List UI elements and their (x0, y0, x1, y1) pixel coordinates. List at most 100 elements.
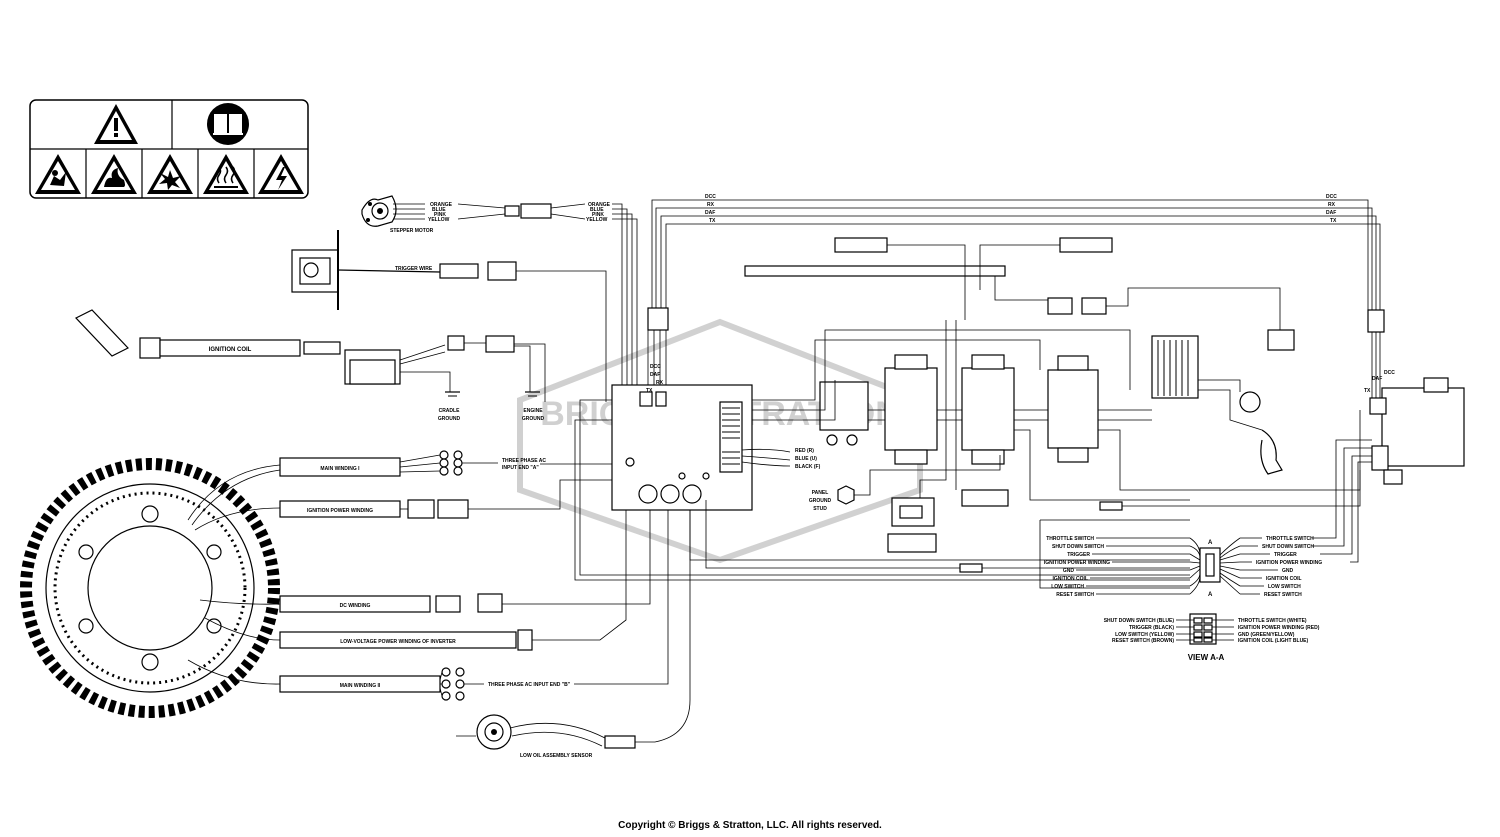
stepper-wire-label: ORANGE (430, 202, 453, 208)
stepper-wire-label: ORANGE (588, 202, 611, 208)
view-aa-left-label: LOW SWITCH (YELLOW) (1115, 632, 1174, 638)
bus-label: TX (709, 218, 716, 224)
stepper-wire-label: PINK (592, 212, 604, 218)
three-phase-a-label: INPUT END "A" (502, 465, 539, 471)
warning-triangle-icon (94, 104, 138, 144)
inverter-wire-label: RED (R) (795, 448, 814, 454)
stepper-motor: STEPPER MOTOR ORANGE BLUE PINK YELLOW OR… (361, 195, 638, 395)
view-aa-right-label: THROTTLE SWITCH (WHITE) (1238, 618, 1307, 624)
panel-ground-label: STUD (813, 506, 827, 512)
inverter-wire-label: BLUE (U) (795, 456, 817, 462)
connector-a-right-label: IGNITION POWER WINDING (1256, 560, 1322, 566)
copyright-notice: Copyright © Briggs & Stratton, LLC. All … (618, 820, 882, 831)
electric-shock-icon (258, 154, 304, 194)
connector-a-right-label: TRIGGER (1274, 552, 1297, 558)
view-aa-left-label: RESET SWITCH (BROWN) (1112, 638, 1174, 644)
bus-label: TX (1330, 218, 1337, 224)
hot-surface-icon (203, 154, 249, 194)
bus-label: TX (1364, 388, 1371, 394)
bus-label: DAF (650, 372, 660, 378)
trigger-sensor: TRIGGER WIRE (291, 230, 607, 402)
main-winding-2-label: MAIN WINDING II (340, 683, 381, 689)
stepper-motor-label: STEPPER MOTOR (390, 228, 434, 234)
connector-a-marker-top: A (1208, 540, 1213, 546)
safety-warning-panel (29, 99, 309, 199)
connector-a-right-label: RESET SWITCH (1264, 592, 1302, 598)
cradle-ground-label: GROUND (438, 416, 461, 422)
stepper-wire-label: BLUE (590, 207, 604, 213)
dc-winding-label: DC WINDING (340, 603, 371, 609)
bus-label: DCC (1326, 194, 1337, 200)
three-phase-b-label: THREE PHASE AC INPUT END "B" (488, 682, 571, 688)
trigger-wire-label: TRIGGER WIRE (395, 266, 433, 272)
low-voltage-winding-label: LOW-VOLTAGE POWER WINDING OF INVERTER (340, 639, 456, 645)
stepper-wire-label: YELLOW (428, 217, 450, 223)
connector-a-left-label: TRIGGER (1067, 552, 1090, 558)
internal-wiring (574, 320, 1361, 589)
bus-label: TX (646, 388, 653, 394)
connector-a-left-label: IGNITION POWER WINDING (1044, 560, 1110, 566)
connector-a-left-label: GND (1063, 568, 1075, 574)
ignition-coil-label: IGNITION COIL (209, 347, 252, 353)
trigger-connector (439, 263, 479, 279)
engine-ground-label: ENGINE (523, 408, 543, 414)
bus-label: DCC (650, 364, 661, 370)
connector-a-left-label: THROTTLE SWITCH (1046, 536, 1094, 542)
connector-a-right-label: SHUT DOWN SWITCH (1262, 544, 1314, 550)
view-a-a-detail: SHUT DOWN SWITCH (BLUE) TRIGGER (BLACK) … (1104, 613, 1320, 662)
bus-label: DAF (1372, 376, 1382, 382)
connector-a-left-label: RESET SWITCH (1056, 592, 1094, 598)
stepper-wire-label: PINK (434, 212, 446, 218)
stepper-wire-label: YELLOW (586, 217, 608, 223)
winding-low-voltage: LOW-VOLTAGE POWER WINDING OF INVERTER (204, 500, 627, 651)
connector-a-right-label: GND (1282, 568, 1294, 574)
stepper-connector-female (520, 203, 552, 219)
bus-label: DCC (705, 194, 716, 200)
main-winding-1-label: MAIN WINDING I (320, 466, 360, 472)
connector-a-left-label: SHUT DOWN SWITCH (1052, 544, 1104, 550)
ignition-power-winding-label: IGNITION POWER WINDING (307, 508, 373, 514)
view-aa-right-label: GND (GREEN/YELLOW) (1238, 632, 1295, 638)
panel-ground-stud: PANEL GROUND STUD (809, 485, 855, 512)
view-aa-left-label: SHUT DOWN SWITCH (BLUE) (1104, 618, 1175, 624)
bus-label: DAF (705, 210, 715, 216)
view-aa-left-label: TRIGGER (BLACK) (1129, 625, 1174, 631)
connector-a-right-label: THROTTLE SWITCH (1266, 536, 1314, 542)
read-manual-icon (207, 103, 249, 145)
engine-ground-label: GROUND (522, 416, 545, 422)
connector-a-right-label: LOW SWITCH (1268, 584, 1301, 590)
stator-assembly (20, 458, 280, 718)
connector-a-right-label: IGNITION COIL (1266, 576, 1302, 582)
control-panel-components: TX DAF DCC (744, 237, 1465, 553)
shock-hazard-person-icon (35, 154, 81, 194)
stepper-wire-label: BLUE (432, 207, 446, 213)
view-aa-right-label: IGNITION COIL (LIGHT BLUE) (1238, 638, 1309, 644)
winding-main-1: MAIN WINDING I THREE PHASE AC INPUT END … (187, 450, 612, 526)
winding-ignition-power: IGNITION POWER WINDING (194, 479, 612, 531)
bus-label: DCC (1384, 370, 1395, 376)
cradle-ground-label: CRADLE (439, 408, 460, 414)
connector-a-left-label: LOW SWITCH (1051, 584, 1084, 590)
inverter-wire-label: BLACK (F) (795, 464, 821, 470)
view-aa-title: VIEW A-A (1188, 653, 1225, 662)
top-data-bus: DCC RX DAF TX DCC RX DAF TX (647, 194, 1385, 398)
ignition-coil: IGNITION COIL CRADLE GROUND ENGINE GROUN… (75, 309, 546, 422)
winding-main-2: MAIN WINDING II THREE PHASE AC INPUT END… (187, 500, 669, 701)
trigger-connector-mate (487, 261, 517, 281)
view-aa-right-label: IGNITION POWER WINDING (RED) (1238, 625, 1320, 631)
bus-label: RX (707, 202, 715, 208)
connector-a: A A THROTTLE SWITCH SHUT DOWN SWITCH TRI… (1044, 439, 1372, 598)
explosion-hazard-icon (147, 154, 193, 194)
low-oil-sensor: LOW OIL ASSEMBLY SENSOR (456, 500, 691, 759)
panel-ground-label: PANEL (812, 490, 829, 496)
inverter-module: RED (R) BLUE (U) BLACK (F) DCC DAF RX TX (611, 364, 821, 511)
bus-label: DAF (1326, 210, 1336, 216)
low-oil-sensor-label: LOW OIL ASSEMBLY SENSOR (520, 753, 593, 759)
panel-ground-label: GROUND (809, 498, 832, 504)
connector-a-marker-bottom: A (1208, 592, 1213, 598)
fire-hazard-icon (91, 154, 137, 194)
connector-a-left-label: IGNITION COIL (1052, 576, 1088, 582)
stepper-connector-male (504, 205, 520, 217)
three-phase-a-label: THREE PHASE AC (502, 458, 546, 464)
